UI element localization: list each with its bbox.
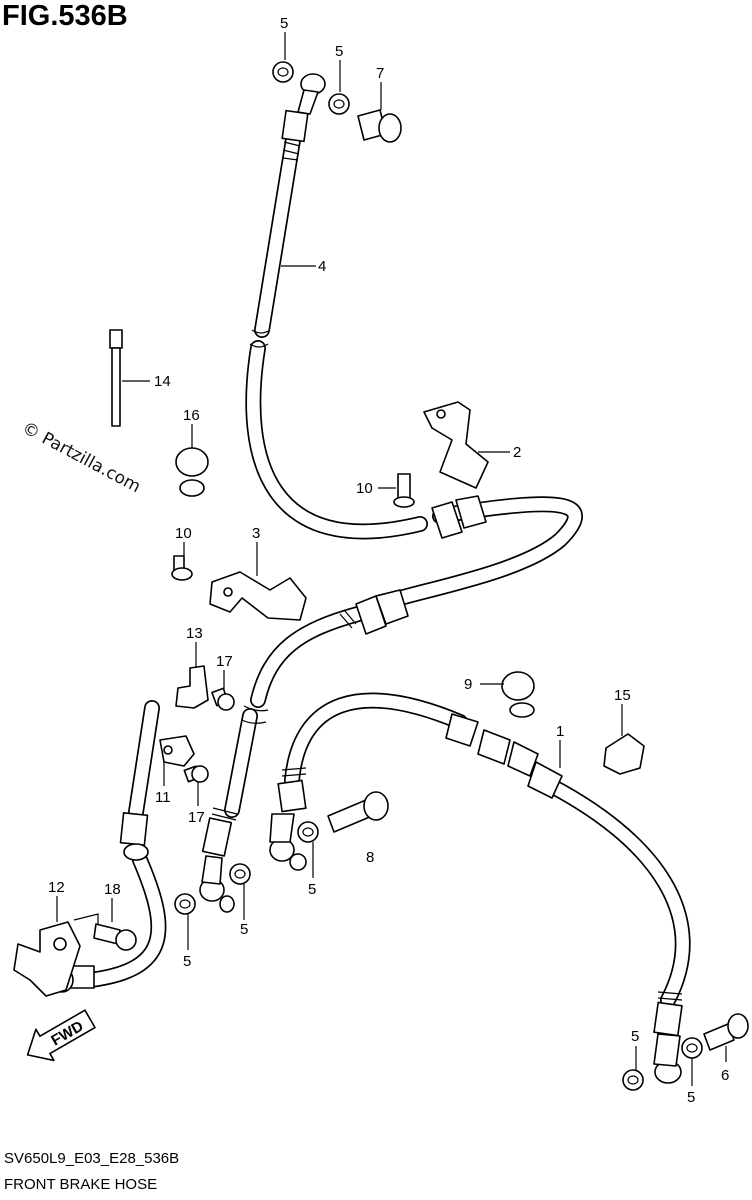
callout-8: 8 (366, 849, 374, 866)
callout-11: 11 (155, 789, 171, 806)
washer-5-left-a[interactable] (174, 893, 196, 915)
bolt-18[interactable] (93, 923, 137, 951)
union-bolt-6[interactable] (703, 1013, 749, 1051)
figure-title: FIG.536B (2, 0, 128, 32)
callout-4: 4 (318, 258, 326, 275)
callout-5: 5 (335, 43, 343, 60)
washer-5-bottom-b[interactable] (681, 1037, 703, 1059)
callout-numbers: 5 5 7 4 14 16 2 10 10 3 13 17 9 15 1 11 … (48, 15, 729, 1106)
brake-hose-1[interactable] (269, 692, 691, 1084)
callout-9: 9 (464, 676, 472, 693)
washer-5-bottom-a[interactable] (622, 1069, 644, 1091)
fwd-arrow: FWD (26, 1009, 96, 1062)
bracket-3[interactable] (209, 571, 307, 621)
bracket-2[interactable] (423, 401, 489, 489)
figure-name: FRONT BRAKE HOSE (4, 1176, 158, 1193)
brake-hose-left[interactable] (50, 700, 167, 993)
clamp-16[interactable] (175, 447, 209, 497)
bracket-11[interactable] (159, 735, 195, 767)
brake-hose-4[interactable] (245, 73, 428, 540)
clamp-15[interactable] (603, 733, 645, 775)
washer-5-left-b[interactable] (229, 863, 251, 885)
washer-5-top-right[interactable] (328, 93, 350, 115)
callout-12: 12 (48, 879, 65, 896)
callout-5: 5 (183, 953, 191, 970)
callout-3: 3 (252, 525, 260, 542)
figure-code: SV650L9_E03_E28_536B (4, 1150, 180, 1167)
bolt-17-upper[interactable] (211, 687, 235, 711)
callout-17: 17 (216, 653, 233, 670)
callout-1: 1 (556, 723, 564, 740)
callout-5: 5 (687, 1089, 695, 1106)
callout-18: 18 (104, 881, 121, 898)
brake-hose-joint-section[interactable] (199, 495, 583, 913)
callout-15: 15 (614, 687, 631, 704)
callout-2: 2 (513, 444, 521, 461)
bolt-17-lower[interactable] (183, 765, 209, 783)
callout-17: 17 (188, 809, 205, 826)
bracket-13[interactable] (175, 665, 209, 709)
callout-10: 10 (356, 480, 373, 497)
callout-10: 10 (175, 525, 192, 542)
union-bolt-7[interactable] (357, 109, 402, 143)
clamp-9[interactable] (501, 671, 535, 718)
callout-16: 16 (183, 407, 200, 424)
callout-5: 5 (308, 881, 316, 898)
union-bolt-8[interactable] (327, 791, 389, 833)
callout-5: 5 (240, 921, 248, 938)
bolt-10-upper[interactable] (393, 473, 415, 508)
callout-5: 5 (631, 1028, 639, 1045)
callout-5: 5 (280, 15, 288, 32)
callout-7: 7 (376, 65, 384, 82)
callout-6: 6 (721, 1067, 729, 1084)
cable-tie-14[interactable] (109, 329, 123, 427)
callout-14: 14 (154, 373, 171, 390)
bolt-10-lower[interactable] (171, 555, 193, 581)
bracket-12[interactable] (13, 913, 99, 997)
washer-5-mid[interactable] (297, 821, 319, 843)
washer-5-top-left[interactable] (272, 61, 294, 83)
callout-13: 13 (186, 625, 203, 642)
leader-lines (56, 32, 727, 1086)
